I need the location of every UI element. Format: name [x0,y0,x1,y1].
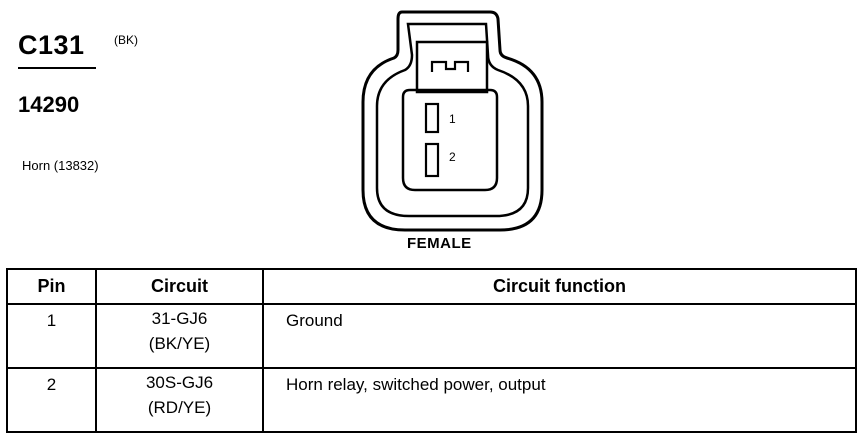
pin-2-label: 2 [449,150,456,164]
header-circuit: Circuit [95,268,264,305]
circuit-code: 31-GJ6 [151,309,208,328]
cell-circuit: 30S-GJ6 (RD/YE) [95,367,264,433]
connector-gender-label: FEMALE [407,235,472,252]
header-circuit-function: Circuit function [262,268,857,305]
pin-1-label: 1 [449,112,456,126]
circuit-code: 30S-GJ6 [145,373,214,392]
lock-tab-outer [415,40,489,94]
component-description: Horn (13832) [22,158,99,173]
cell-circuit-function: Horn relay, switched power, output [262,367,857,433]
circuit-wire-color: (BK/YE) [148,334,211,353]
connector-outer-shell [361,10,544,232]
cell-circuit-function: Ground [262,303,857,369]
connector-id: C131 [18,30,85,60]
connector-color-code: (BK) [114,33,138,47]
pin-1-slot [424,102,440,134]
table-row: 1 31-GJ6 (BK/YE) Ground [6,303,857,369]
cell-pin: 1 [6,303,97,369]
part-number: 14290 [18,92,80,117]
connector-inner-shell [375,22,530,218]
table-row: 2 30S-GJ6 (RD/YE) Horn relay, switched p… [6,367,857,433]
circuit-wire-color: (RD/YE) [147,398,212,417]
table-header-row: Pin Circuit Circuit function [6,268,857,305]
header-pin: Pin [6,268,97,305]
lock-tab-latch [430,60,470,72]
pin-2-slot [424,142,440,178]
terminal-cavity-body [401,88,499,192]
connector-face-diagram: 1 2 [361,10,544,232]
pin-table: Pin Circuit Circuit function 1 31-GJ6 (B… [6,268,857,433]
connector-id-underline [18,67,96,69]
cell-pin: 2 [6,367,97,433]
cell-circuit: 31-GJ6 (BK/YE) [95,303,264,369]
